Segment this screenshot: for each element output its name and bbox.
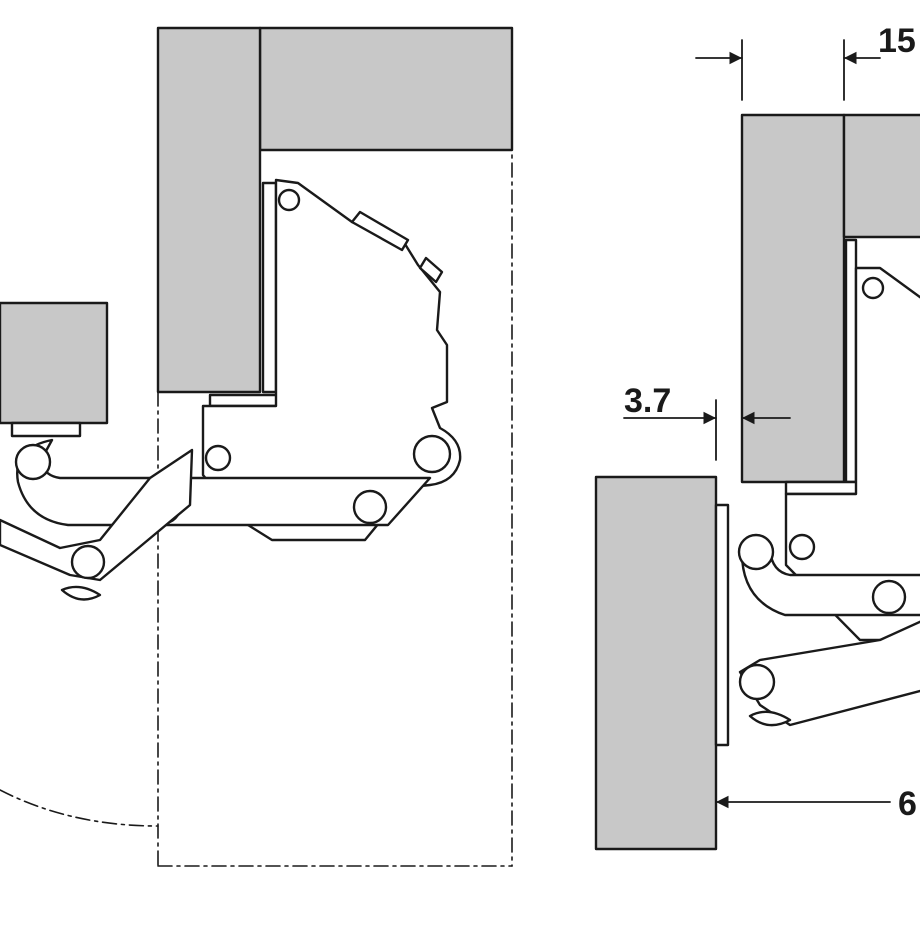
cabinet-top-panel: [258, 26, 514, 152]
dimension-labels: 15 3.7 6: [624, 22, 917, 823]
mounting-plate-right: [844, 238, 858, 484]
label-side-gap: 3.7: [624, 382, 671, 420]
hinge-arm-clip: [350, 210, 410, 252]
construction-lines: [0, 27, 513, 867]
door-bracket-curve-right: [748, 710, 792, 727]
pivot-upper-right: [861, 276, 885, 300]
door-cup-plate: [10, 421, 82, 438]
dimension-lines: [623, 39, 891, 809]
open-door: [0, 301, 109, 425]
pivot-door-bottom-right: [738, 663, 776, 701]
door-bracket-curve: [60, 585, 102, 601]
mounting-plate: [261, 181, 278, 394]
label-door-offset: 6: [898, 785, 917, 823]
pivot-upper: [277, 188, 301, 212]
door-panel-right: [594, 475, 718, 851]
hinge-arm-tab: [418, 256, 444, 284]
label-top-offset: 15: [878, 22, 916, 60]
cabinet-side-panel: [156, 26, 262, 394]
pivot-rear-right: [788, 533, 816, 561]
mounting-plate-flange-right: [784, 480, 866, 496]
cabinet-top-panel-right: [842, 113, 920, 239]
cabinet-side-panel-right: [740, 113, 846, 484]
pivot-arm-center-right: [871, 579, 907, 615]
pivot-door-top: [14, 443, 52, 481]
pivot-arm-front: [352, 489, 388, 525]
right-view-closed-hinge: [594, 113, 920, 851]
mounting-plate-flange: [208, 393, 284, 408]
secondary-link-arm-right: [738, 620, 920, 727]
hinge-arm-body-right: [784, 266, 920, 642]
door-cup-plate-right: [714, 503, 730, 747]
pivot-door-bottom: [70, 544, 106, 580]
pivot-knuckle: [412, 434, 452, 474]
pivot-rear: [204, 444, 232, 472]
left-view-open-hinge: [0, 26, 514, 867]
pivot-door-top-right: [737, 533, 775, 571]
